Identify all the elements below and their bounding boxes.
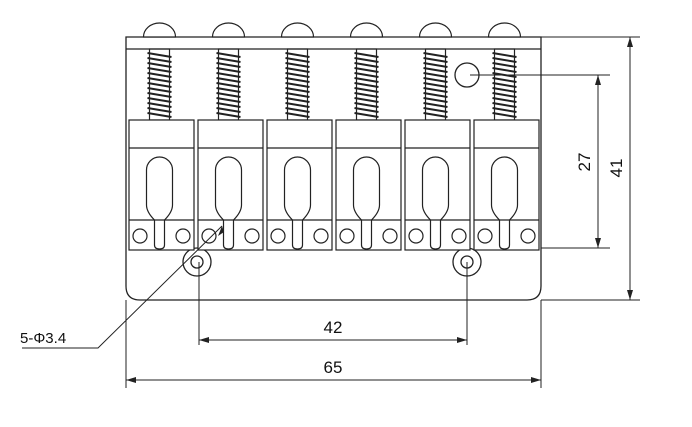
dim-overall-height: 41	[607, 159, 626, 178]
mounting-hole-left	[182, 247, 212, 277]
saddle-block	[197, 119, 264, 251]
hole-callout: 5-Φ3.4	[20, 330, 66, 347]
spring	[492, 52, 517, 118]
string-slot	[352, 156, 381, 250]
dim-saddle-height: 27	[575, 153, 594, 172]
adjust-hole	[244, 228, 260, 244]
saddle-block	[473, 119, 540, 251]
screw-head	[280, 22, 315, 38]
adjust-hole	[339, 228, 355, 244]
adjust-hole	[132, 228, 148, 244]
string-slot	[283, 156, 312, 250]
saddle-block	[404, 119, 471, 251]
saddle-block	[128, 119, 195, 251]
dim-hole-spacing: 42	[324, 318, 343, 337]
saddle	[473, 22, 540, 251]
saddle	[266, 22, 333, 251]
string-slot	[214, 156, 243, 250]
spring	[216, 52, 241, 118]
saddle	[335, 22, 402, 251]
saddle-block	[266, 119, 333, 251]
string-slot	[490, 156, 519, 250]
adjust-hole	[477, 228, 493, 244]
dim-overall-width: 65	[324, 358, 343, 377]
adjust-hole	[313, 228, 329, 244]
saddles	[128, 22, 540, 251]
screw-head	[211, 22, 246, 38]
adjust-hole	[175, 228, 191, 244]
arrowheads	[126, 37, 633, 383]
screw-head	[487, 22, 522, 38]
string-slot	[145, 156, 174, 250]
screw-head	[142, 22, 177, 38]
adjust-hole	[201, 228, 217, 244]
screw-head	[418, 22, 453, 38]
adjust-hole	[451, 228, 467, 244]
spring	[354, 52, 379, 118]
saddle	[404, 22, 471, 251]
adjust-hole	[408, 228, 424, 244]
string-slot	[421, 156, 450, 250]
spring	[423, 52, 448, 118]
saddle	[197, 22, 264, 251]
adjust-hole	[520, 228, 536, 244]
adjust-hole	[382, 228, 398, 244]
mounting-hole-left-inner	[190, 255, 204, 269]
adjust-hole	[270, 228, 286, 244]
dimension-lines	[22, 36, 640, 388]
spring	[285, 52, 310, 118]
screw-head	[349, 22, 384, 38]
base-plate	[125, 36, 542, 301]
spring	[147, 52, 172, 118]
saddle-block	[335, 119, 402, 251]
saddle	[128, 22, 195, 251]
